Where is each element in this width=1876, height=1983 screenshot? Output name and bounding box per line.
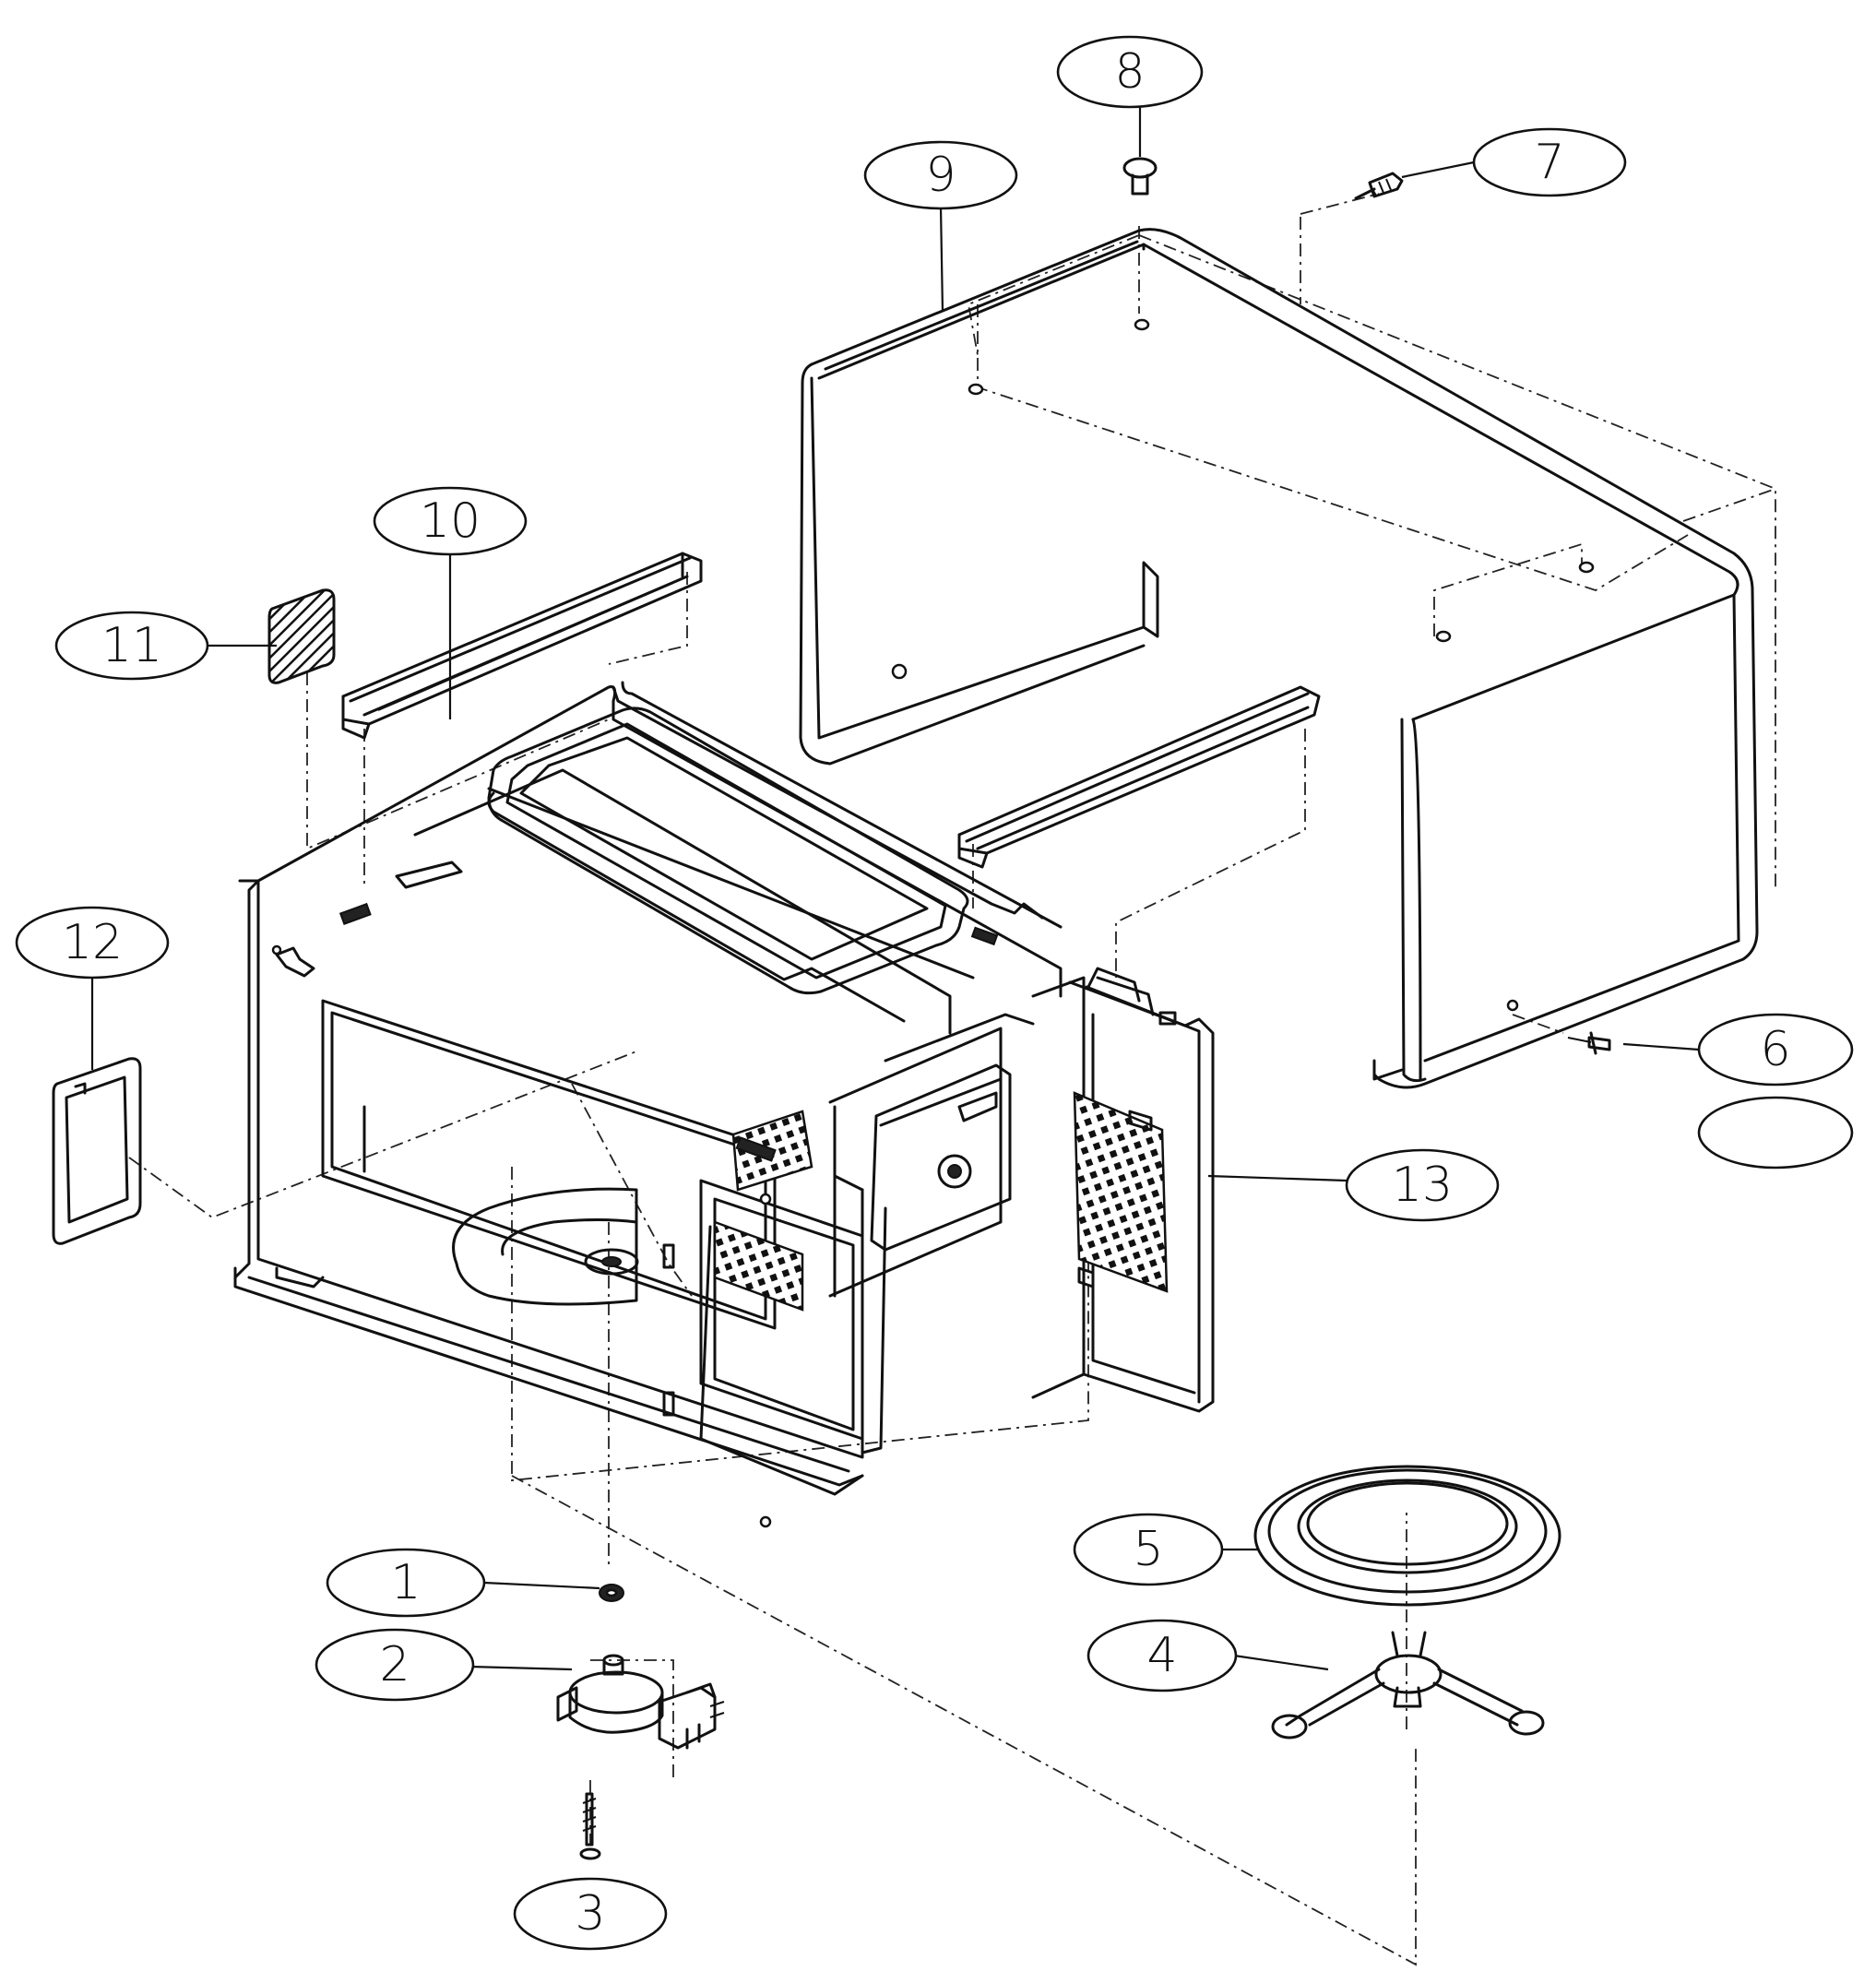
- cabinet-foot: [1122, 157, 1158, 196]
- callout-7-label: 7: [1534, 135, 1564, 190]
- cabinet-rail-left: [341, 552, 703, 740]
- cabinet-rail-right: [957, 685, 1321, 869]
- roller-ring: [1271, 1631, 1545, 1740]
- coupler-washer: [599, 1584, 624, 1602]
- callout-4: 4: [1086, 1619, 1238, 1692]
- callout-8: 8: [1056, 35, 1204, 109]
- glass-tray: [1253, 1465, 1561, 1607]
- callout-6-label: 6: [1760, 1022, 1790, 1077]
- callout-11: 11: [54, 611, 209, 681]
- cabinet-screw-top: [1354, 172, 1404, 200]
- callout-12: 12: [15, 906, 170, 980]
- callout-3: 3: [513, 1877, 668, 1951]
- callout-blank: [1697, 1096, 1854, 1170]
- callout-5-label: 5: [1133, 1522, 1163, 1577]
- outer-cabinet: [799, 228, 1759, 1089]
- assembly-lines: [128, 193, 1776, 1966]
- callout-3-label: 3: [575, 1886, 605, 1941]
- motor-screw: [579, 1792, 601, 1860]
- callout-10-label: 10: [420, 493, 481, 549]
- callout-8-label: 8: [1114, 44, 1145, 100]
- callout-10: 10: [373, 486, 528, 556]
- callout-7: 7: [1472, 127, 1627, 197]
- callout-9-label: 9: [925, 148, 956, 203]
- callout-11-label: 11: [101, 618, 162, 673]
- leader-lines: [90, 106, 1700, 1671]
- callout-1-label: 1: [390, 1555, 421, 1610]
- callout-1: 1: [326, 1548, 486, 1618]
- air-filter: [267, 588, 336, 684]
- callout-9: 9: [863, 140, 1018, 210]
- callout-6: 6: [1697, 1013, 1854, 1086]
- waveguide-cover: [52, 1057, 142, 1245]
- callout-12-label: 12: [62, 915, 123, 970]
- callout-4-label: 4: [1146, 1628, 1177, 1683]
- callout-2: 2: [315, 1628, 475, 1702]
- cavity-turntable-seat: [452, 1187, 639, 1306]
- callout-2-label: 2: [379, 1637, 410, 1692]
- callout-5: 5: [1073, 1513, 1224, 1586]
- callout-13: 13: [1345, 1148, 1500, 1222]
- chassis: [233, 681, 1215, 1528]
- cabinet-screw-side: [1567, 1031, 1611, 1055]
- turntable-motor: [556, 1654, 725, 1750]
- callout-13-label: 13: [1392, 1158, 1453, 1213]
